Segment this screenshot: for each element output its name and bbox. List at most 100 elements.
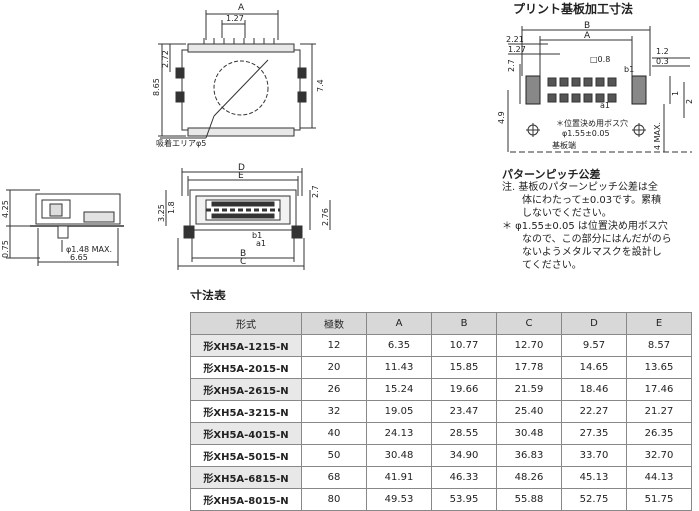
technical-drawings: A 1.27 8.65 2.72 7.4 吸着エリアφ5 4.25 0.75 φ… xyxy=(1,1,694,300)
col-header-E: E xyxy=(626,312,692,335)
pcb-edge-label: 基板端 xyxy=(552,140,576,150)
model-cell: 形XH5A-1215-N xyxy=(190,334,302,357)
table-cell: 9.57 xyxy=(561,334,627,357)
col-header-poles: 極数 xyxy=(301,312,367,335)
pcb-pattern-drawing xyxy=(507,26,692,153)
table-cell: 23.47 xyxy=(431,400,497,423)
table-header-row: 形式 極数 A B C D E xyxy=(190,312,692,335)
note-line: ＊ φ1.55±0.05 は位置決め用ボス穴 xyxy=(502,221,668,232)
table-cell: 68 xyxy=(301,466,367,489)
pcb-dim-1-2: 1.2 xyxy=(656,47,669,56)
table-row: 形XH5A-5015-N 50 30.48 34.90 36.83 33.70 … xyxy=(190,444,692,467)
table-cell: 13.65 xyxy=(626,356,692,379)
table-cell: 18.46 xyxy=(561,378,627,401)
pcb-dim-0-8: □0.8 xyxy=(590,55,610,64)
table-row: 形XH5A-3215-N 32 19.05 23.47 25.40 22.27 … xyxy=(190,400,692,423)
pcb-dim-2: 2 xyxy=(685,99,694,104)
front-dim-1-8: 1.8 xyxy=(167,201,176,214)
pattern-tolerance-title: パターンピッチ公差 xyxy=(502,168,601,181)
table-cell: 40 xyxy=(301,422,367,445)
table-cell: 32.70 xyxy=(626,444,692,467)
pattern-tolerance-note: パターンピッチ公差 注. 基板のパターンピッチ公差は全 体にわたって±0.03で… xyxy=(502,168,698,272)
table-cell: 19.66 xyxy=(431,378,497,401)
side-dim-6-65: 6.65 xyxy=(70,253,88,262)
col-header-C: C xyxy=(496,312,562,335)
pcb-dim-2-21: 2.21 xyxy=(506,35,524,44)
pcb-dim-2-7: 2.7 xyxy=(507,59,516,72)
table-row: 形XH5A-4015-N 40 24.13 28.55 30.48 27.35 … xyxy=(190,422,692,445)
pcb-dim-1: 1 xyxy=(671,91,680,96)
table-cell: 32 xyxy=(301,400,367,423)
top-dim-1-27: 1.27 xyxy=(226,14,244,23)
table-cell: 52.75 xyxy=(561,488,627,511)
table-cell: 24.13 xyxy=(366,422,432,445)
table-cell: 15.85 xyxy=(431,356,497,379)
model-cell: 形XH5A-2615-N xyxy=(190,378,302,401)
top-dim-7-4: 7.4 xyxy=(316,79,325,92)
front-dim-2-7: 2.7 xyxy=(311,185,320,198)
table-cell: 48.26 xyxy=(496,466,562,489)
table-cell: 49.53 xyxy=(366,488,432,511)
table-cell: 36.83 xyxy=(496,444,562,467)
note-line: 注. 基板のパターンピッチ公差は全 xyxy=(502,182,658,193)
table-cell: 46.33 xyxy=(431,466,497,489)
table-cell: 51.75 xyxy=(626,488,692,511)
model-cell: 形XH5A-6815-N xyxy=(190,466,302,489)
pcb-dim-1-27: 1.27 xyxy=(508,45,526,54)
table-cell: 19.05 xyxy=(366,400,432,423)
front-dim-a1: a1 xyxy=(256,239,266,248)
pcb-boss-label: ＊位置決め用ボス穴 xyxy=(556,118,628,128)
col-header-model: 形式 xyxy=(190,312,302,335)
dimension-table: 形式 極数 A B C D E 形XH5A-1215-N 12 6.35 10.… xyxy=(190,312,692,511)
col-header-A: A xyxy=(366,312,432,335)
front-view-drawing xyxy=(165,168,331,270)
top-dim-2-72: 2.72 xyxy=(161,50,170,68)
table-cell: 30.48 xyxy=(496,422,562,445)
pcb-dim-4-max: 4 MAX. xyxy=(653,122,662,150)
table-cell: 21.27 xyxy=(626,400,692,423)
table-cell: 8.57 xyxy=(626,334,692,357)
table-row: 形XH5A-6815-N 68 41.91 46.33 48.26 45.13 … xyxy=(190,466,692,489)
front-dim-E: E xyxy=(238,171,244,181)
table-cell: 30.48 xyxy=(366,444,432,467)
note-line: てください。 xyxy=(502,260,582,271)
front-dim-2-76: 2.76 xyxy=(321,208,330,226)
table-row: 形XH5A-8015-N 80 49.53 53.95 55.88 52.75 … xyxy=(190,488,692,511)
front-dim-B: B xyxy=(240,249,246,259)
top-view-drawing xyxy=(158,10,316,139)
note-line: なので、この部分にはんだがのら xyxy=(502,234,672,245)
note-line: 体にわたって±0.03です。累積 xyxy=(502,195,662,206)
pcb-dim-4-9: 4.9 xyxy=(497,111,506,124)
table-cell: 44.13 xyxy=(626,466,692,489)
table-row: 形XH5A-2615-N 26 15.24 19.66 21.59 18.46 … xyxy=(190,378,692,401)
col-header-B: B xyxy=(431,312,497,335)
model-cell: 形XH5A-4015-N xyxy=(190,422,302,445)
table-cell: 50 xyxy=(301,444,367,467)
note-line: しないでください。 xyxy=(502,208,612,219)
table-cell: 55.88 xyxy=(496,488,562,511)
table-cell: 22.27 xyxy=(561,400,627,423)
table-cell: 12.70 xyxy=(496,334,562,357)
model-cell: 形XH5A-3215-N xyxy=(190,400,302,423)
table-cell: 26.35 xyxy=(626,422,692,445)
table-row: 形XH5A-1215-N 12 6.35 10.77 12.70 9.57 8.… xyxy=(190,334,692,357)
pcb-dim-a1: a1 xyxy=(600,101,610,110)
pcb-dim-b1: b1 xyxy=(624,65,634,74)
note-line: ないようメタルマスクを設計し xyxy=(502,247,662,258)
table-cell: 12 xyxy=(301,334,367,357)
table-cell: 53.95 xyxy=(431,488,497,511)
table-cell: 21.59 xyxy=(496,378,562,401)
col-header-D: D xyxy=(561,312,627,335)
table-cell: 17.78 xyxy=(496,356,562,379)
front-dim-b1: b1 xyxy=(252,231,262,240)
table-title: 寸法表 xyxy=(190,288,227,300)
table-cell: 14.65 xyxy=(561,356,627,379)
table-cell: 15.24 xyxy=(366,378,432,401)
side-dim-4-25: 4.25 xyxy=(1,200,10,218)
table-cell: 34.90 xyxy=(431,444,497,467)
table-cell: 33.70 xyxy=(561,444,627,467)
suction-area-label: 吸着エリアφ5 xyxy=(156,138,206,148)
pcb-dim-A: A xyxy=(584,31,591,41)
front-dim-C: C xyxy=(240,257,246,267)
front-dim-3-25: 3.25 xyxy=(157,204,166,222)
